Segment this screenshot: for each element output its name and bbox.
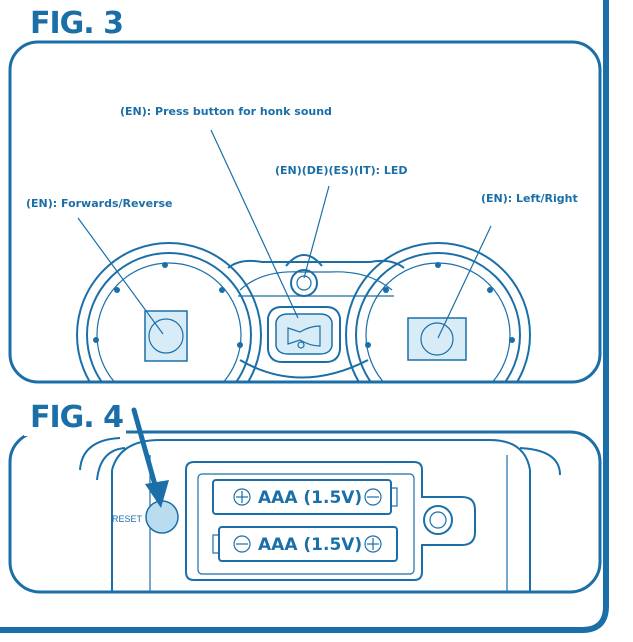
battery-1-label: AAA (1.5V) bbox=[258, 488, 362, 508]
fig4-panel: AAA (1.5V) AAA (1.5V) RESET bbox=[8, 430, 602, 594]
left-right-stick bbox=[407, 317, 467, 361]
callout-led: (EN)(DE)(ES)(IT): LED bbox=[275, 164, 408, 177]
callout-honk: (EN): Press button for honk sound bbox=[120, 105, 332, 118]
reset-label: RESET bbox=[112, 514, 143, 524]
reset-arrow-icon bbox=[131, 407, 169, 508]
battery-1: AAA (1.5V) bbox=[212, 479, 398, 515]
page-border bbox=[0, 0, 609, 633]
horn-icon bbox=[287, 325, 321, 347]
fig3-title: FIG. 3 bbox=[30, 6, 123, 41]
fig3-panel: (EN): Press button for honk sound (EN)(D… bbox=[8, 40, 602, 384]
callout-left-right: (EN): Left/Right bbox=[481, 192, 578, 205]
battery-2-label: AAA (1.5V) bbox=[258, 535, 362, 555]
fig4-title: FIG. 4 bbox=[30, 400, 123, 435]
battery-2: AAA (1.5V) bbox=[212, 526, 398, 562]
controller-front bbox=[76, 242, 531, 381]
honk-button bbox=[267, 306, 341, 363]
reset-button[interactable] bbox=[145, 500, 179, 534]
callout-forwards-reverse: (EN): Forwards/Reverse bbox=[26, 197, 173, 210]
